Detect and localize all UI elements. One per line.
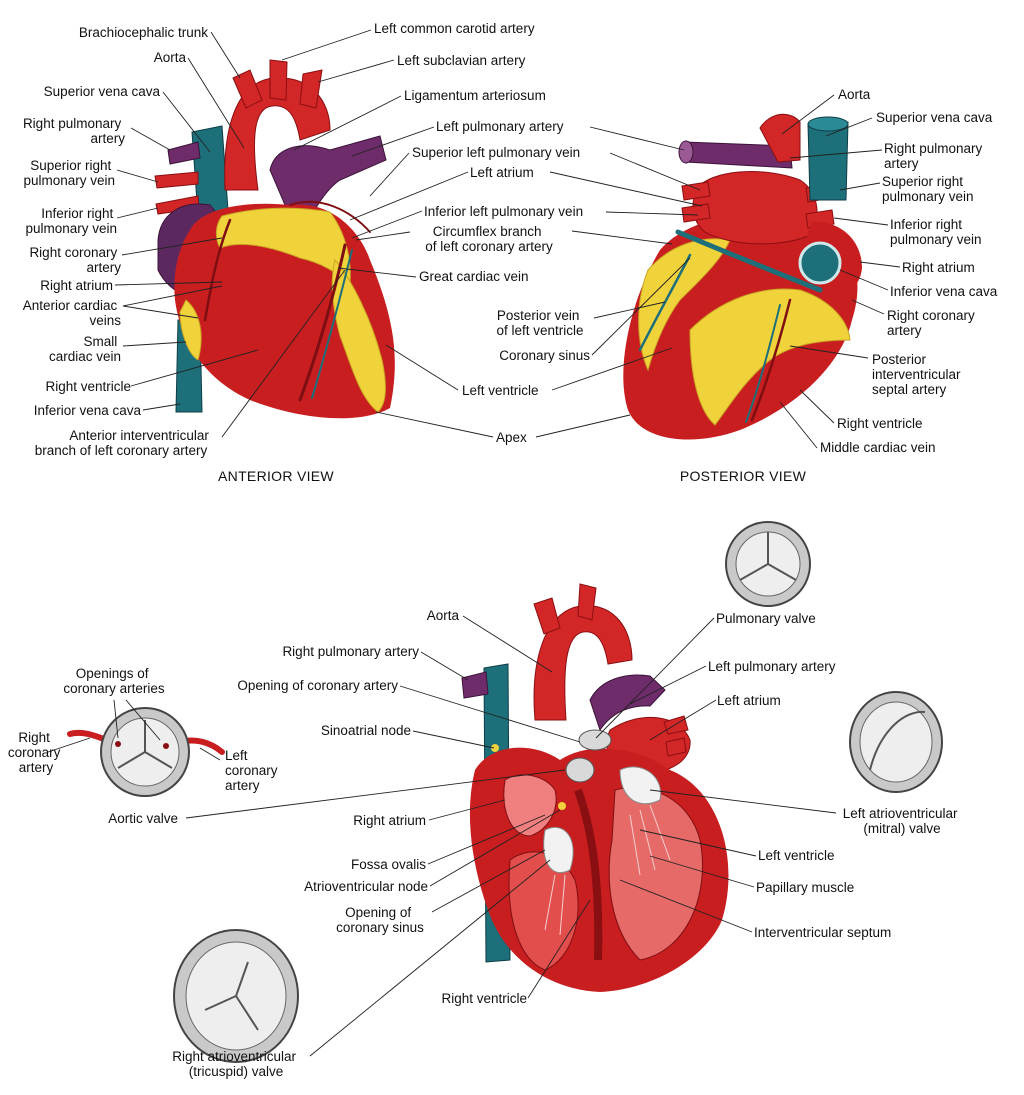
label-right-ventricle-anterior: Right ventricle (45, 379, 131, 394)
tricuspid-valve-inset (173, 929, 299, 1063)
label-right-pulmonary-artery-posterior: Right pulmonary artery (884, 141, 986, 171)
posterior-heart-illustration (623, 113, 862, 440)
label-anterior-cardiac-veins: Anterior cardiac veins (23, 298, 122, 328)
label-right-av-tricuspid-valve: Right atrioventricular (tricuspid) valve (172, 1049, 300, 1079)
anterior-labels: Brachiocephalic trunk Aorta Superior ven… (23, 21, 583, 484)
label-aorta-section: Aorta (427, 608, 460, 623)
label-right-atrium-posterior: Right atrium (902, 260, 975, 275)
label-left-av-mitral-valve: Left atrioventricular (mitral) valve (843, 806, 962, 836)
label-posterior-interventricular-septal-artery: Posterior interventricular septal artery (872, 352, 964, 397)
label-inferior-vena-cava-anterior: Inferior vena cava (34, 403, 142, 418)
label-right-coronary-artery-posterior: Right coronary artery (887, 308, 979, 338)
label-fossa-ovalis: Fossa ovalis (351, 857, 426, 872)
label-right-ventricle-posterior: Right ventricle (837, 416, 923, 431)
aortic-valve-inset (67, 707, 225, 797)
label-superior-left-pulmonary-vein: Superior left pulmonary vein (412, 145, 580, 160)
label-left-coronary-artery-inset: Left coronary artery (225, 748, 281, 793)
label-aortic-valve: Aortic valve (108, 811, 178, 826)
inset-labels: Openings of coronary arteries Right coro… (8, 666, 300, 1079)
caption-posterior-view: POSTERIOR VIEW (680, 468, 807, 484)
label-papillary-muscle: Papillary muscle (756, 880, 854, 895)
label-posterior-vein-left-ventricle: Posterior vein of left ventricle (496, 308, 583, 338)
label-ligamentum-arteriosum: Ligamentum arteriosum (404, 88, 546, 103)
label-superior-vena-cava-posterior: Superior vena cava (876, 110, 993, 125)
mitral-valve-inset (849, 691, 943, 793)
label-middle-cardiac-vein: Middle cardiac vein (820, 440, 936, 455)
label-right-atrium-anterior: Right atrium (40, 278, 113, 293)
label-small-cardiac-vein: Small cardiac vein (49, 334, 121, 364)
label-superior-vena-cava-anterior: Superior vena cava (44, 84, 161, 99)
label-right-ventricle-section: Right ventricle (441, 991, 527, 1006)
label-brachiocephalic-trunk: Brachiocephalic trunk (79, 25, 208, 40)
label-apex: Apex (496, 430, 527, 445)
label-coronary-sinus: Coronary sinus (499, 348, 590, 363)
label-great-cardiac-vein: Great cardiac vein (419, 269, 529, 284)
label-left-pulmonary-artery-section: Left pulmonary artery (708, 659, 836, 674)
label-right-coronary-artery-anterior: Right coronary artery (29, 245, 121, 275)
label-inferior-right-pulmonary-vein-anterior: Inferior right pulmonary vein (25, 206, 117, 236)
label-opening-of-coronary-artery: Opening of coronary artery (237, 678, 398, 693)
label-left-atrium-section: Left atrium (717, 693, 781, 708)
label-opening-of-coronary-sinus: Opening of coronary sinus (336, 905, 424, 935)
label-right-pulmonary-artery-anterior: Right pulmonary artery (23, 116, 125, 146)
label-inferior-left-pulmonary-vein: Inferior left pulmonary vein (424, 204, 583, 219)
label-left-common-carotid-artery: Left common carotid artery (374, 21, 535, 36)
label-left-pulmonary-artery-anterior: Left pulmonary artery (436, 119, 564, 134)
label-left-ventricle-section: Left ventricle (758, 848, 835, 863)
caption-anterior-view: ANTERIOR VIEW (218, 468, 334, 484)
label-right-atrium-section: Right atrium (353, 813, 426, 828)
label-superior-right-pulmonary-vein-posterior: Superior right pulmonary vein (882, 174, 974, 204)
section-labels: Aorta Right pulmonary artery Opening of … (237, 608, 962, 1006)
label-circumflex-branch: Circumflex branch of left coronary arter… (425, 224, 553, 254)
pulmonary-valve-inset (725, 521, 811, 607)
label-anterior-interventricular-branch: Anterior interventricular branch of left… (35, 428, 213, 458)
label-openings-of-coronary-arteries: Openings of coronary arteries (63, 666, 165, 696)
label-left-subclavian-artery: Left subclavian artery (397, 53, 526, 68)
label-sinoatrial-node: Sinoatrial node (321, 723, 411, 738)
posterior-labels: Aorta Superior vena cava Right pulmonary… (496, 87, 997, 484)
section-heart-illustration (461, 583, 729, 992)
anterior-heart-illustration (154, 59, 395, 419)
label-interventricular-septum: Interventricular septum (754, 925, 891, 940)
label-aorta-posterior: Aorta (838, 87, 871, 102)
label-superior-right-pulmonary-vein-anterior: Superior right pulmonary vein (23, 158, 115, 188)
label-atrioventricular-node: Atrioventricular node (304, 879, 428, 894)
label-right-coronary-artery-inset: Right coronary artery (8, 730, 64, 775)
label-aorta-anterior: Aorta (154, 50, 187, 65)
leader-lines (47, 29, 901, 1057)
label-left-ventricle-anterior: Left ventricle (462, 383, 539, 398)
label-inferior-right-pulmonary-vein-posterior: Inferior right pulmonary vein (890, 217, 982, 247)
label-inferior-vena-cava-posterior: Inferior vena cava (890, 284, 998, 299)
label-pulmonary-valve: Pulmonary valve (716, 611, 816, 626)
label-left-atrium-anterior: Left atrium (470, 165, 534, 180)
label-right-pulmonary-artery-section: Right pulmonary artery (282, 644, 419, 659)
